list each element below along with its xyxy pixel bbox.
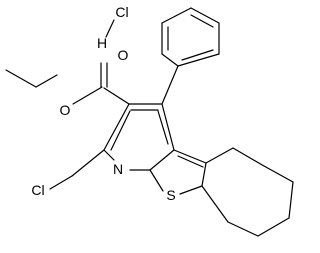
- pyridine-inner-double-c4a: [157, 110, 169, 145]
- ch2-cl-bond: [49, 175, 73, 190]
- chemical-structure-diagram: H Cl O O N: [5, 4, 294, 237]
- c2-ch2-bond: [71, 149, 105, 177]
- phenyl-attachment-bond: [161, 65, 179, 105]
- chloromethyl-group: Cl: [31, 149, 105, 198]
- pyridine-nitrogen-label: N: [113, 161, 123, 177]
- ethyl-ch2-o-bond: [35, 74, 58, 88]
- hcl-chlorine-label: Cl: [115, 4, 128, 20]
- cyclohexane-bond-4: [288, 181, 294, 219]
- pyridine-bond-c4-c4a: [161, 103, 175, 151]
- phenyl-bond-4: [190, 7, 220, 24]
- carbonyl-ring-bond: [103, 87, 130, 105]
- cyclohexane-ring: [201, 147, 294, 237]
- thiophene-sulfur-label: S: [166, 187, 175, 203]
- carbonyl-oxygen-label: O: [118, 47, 129, 63]
- hydrochloride-group: H Cl: [97, 4, 129, 51]
- pyridine-inner-double-c2: [110, 110, 131, 151]
- thiophene-double-inner: [177, 155, 204, 168]
- phenyl-bond-1: [161, 53, 179, 67]
- cyclohexane-bond-7: [201, 185, 229, 223]
- cyclohexane-bond-6: [227, 221, 259, 237]
- thiophene-bond-s-c8a: [149, 169, 164, 192]
- cyclohexane-bond-2: [232, 147, 265, 167]
- thiophene-bond-c-s: [179, 185, 203, 195]
- cyclohexane-bond-5: [257, 217, 290, 237]
- thiophene-ring: S: [149, 149, 207, 203]
- cyclohexane-bond-1: [205, 147, 234, 164]
- pyridine-bond-c4a-c8a: [149, 149, 175, 171]
- pyridine-ring: N: [103, 103, 175, 177]
- phenyl-bond-3: [161, 7, 192, 24]
- o-carbonyl-bond: [72, 86, 103, 105]
- thiophene-bond-c4a-c: [173, 149, 207, 164]
- phenyl-inner-double-3: [181, 49, 214, 61]
- cyclohexane-bond-3: [263, 165, 294, 183]
- ethyl-ester-group: O O: [5, 47, 130, 118]
- ethyl-ch3-ch2-bond: [5, 69, 37, 88]
- h-cl-bond: [105, 19, 115, 38]
- thiophene-bond-c-c: [201, 162, 207, 187]
- phenyl-inner-double-2: [190, 14, 214, 28]
- hcl-hydrogen-label: H: [97, 35, 107, 51]
- pyridine-bond-n-c2: [103, 149, 115, 161]
- phenyl-ring: [161, 7, 220, 105]
- chloromethyl-chlorine-label: Cl: [31, 182, 44, 198]
- ester-oxygen-label: O: [60, 102, 71, 118]
- phenyl-bond-6: [177, 53, 220, 67]
- pyridine-bond-c2-c3: [103, 103, 130, 151]
